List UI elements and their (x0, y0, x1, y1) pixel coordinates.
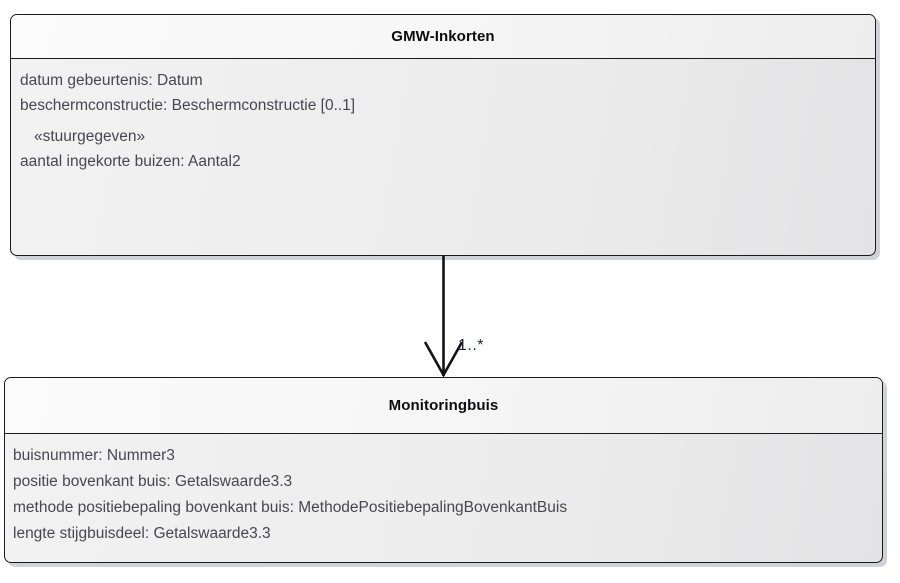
uml-attribute-compartment-gmw-inkorten: datum gebeurtenis: Datum beschermconstru… (11, 59, 875, 180)
uml-attribute-compartment-monitoringbuis: buisnummer: Nummer3 positie bovenkant bu… (5, 434, 882, 553)
uml-attribute: positie bovenkant buis: Getalswaarde3.3 (13, 473, 293, 490)
target-multiplicity-label: 1..* (458, 337, 485, 354)
uml-attribute: aantal ingekorte buizen: Aantal2 (20, 153, 241, 170)
open-arrowhead-icon (423, 341, 464, 378)
uml-attribute: buisnummer: Nummer3 (13, 447, 175, 464)
uml-attribute: beschermconstructie: Beschermconstructie… (20, 97, 356, 114)
uml-class-monitoringbuis[interactable]: Monitoringbuis buisnummer: Nummer3 posit… (4, 377, 883, 563)
uml-attribute: lengte stijgbuisdeel: Getalswaarde3.3 (13, 525, 271, 542)
uml-attribute: datum gebeurtenis: Datum (20, 72, 203, 89)
uml-stereotype-label: «stuurgegeven» (34, 128, 146, 145)
uml-class-gmw-inkorten[interactable]: GMW-Inkorten datum gebeurtenis: Datum be… (10, 14, 876, 256)
uml-class-title-monitoringbuis: Monitoringbuis (5, 378, 882, 434)
uml-attribute: methode positiebepaling bovenkant buis: … (13, 499, 568, 516)
uml-class-title-gmw-inkorten: GMW-Inkorten (11, 15, 875, 59)
